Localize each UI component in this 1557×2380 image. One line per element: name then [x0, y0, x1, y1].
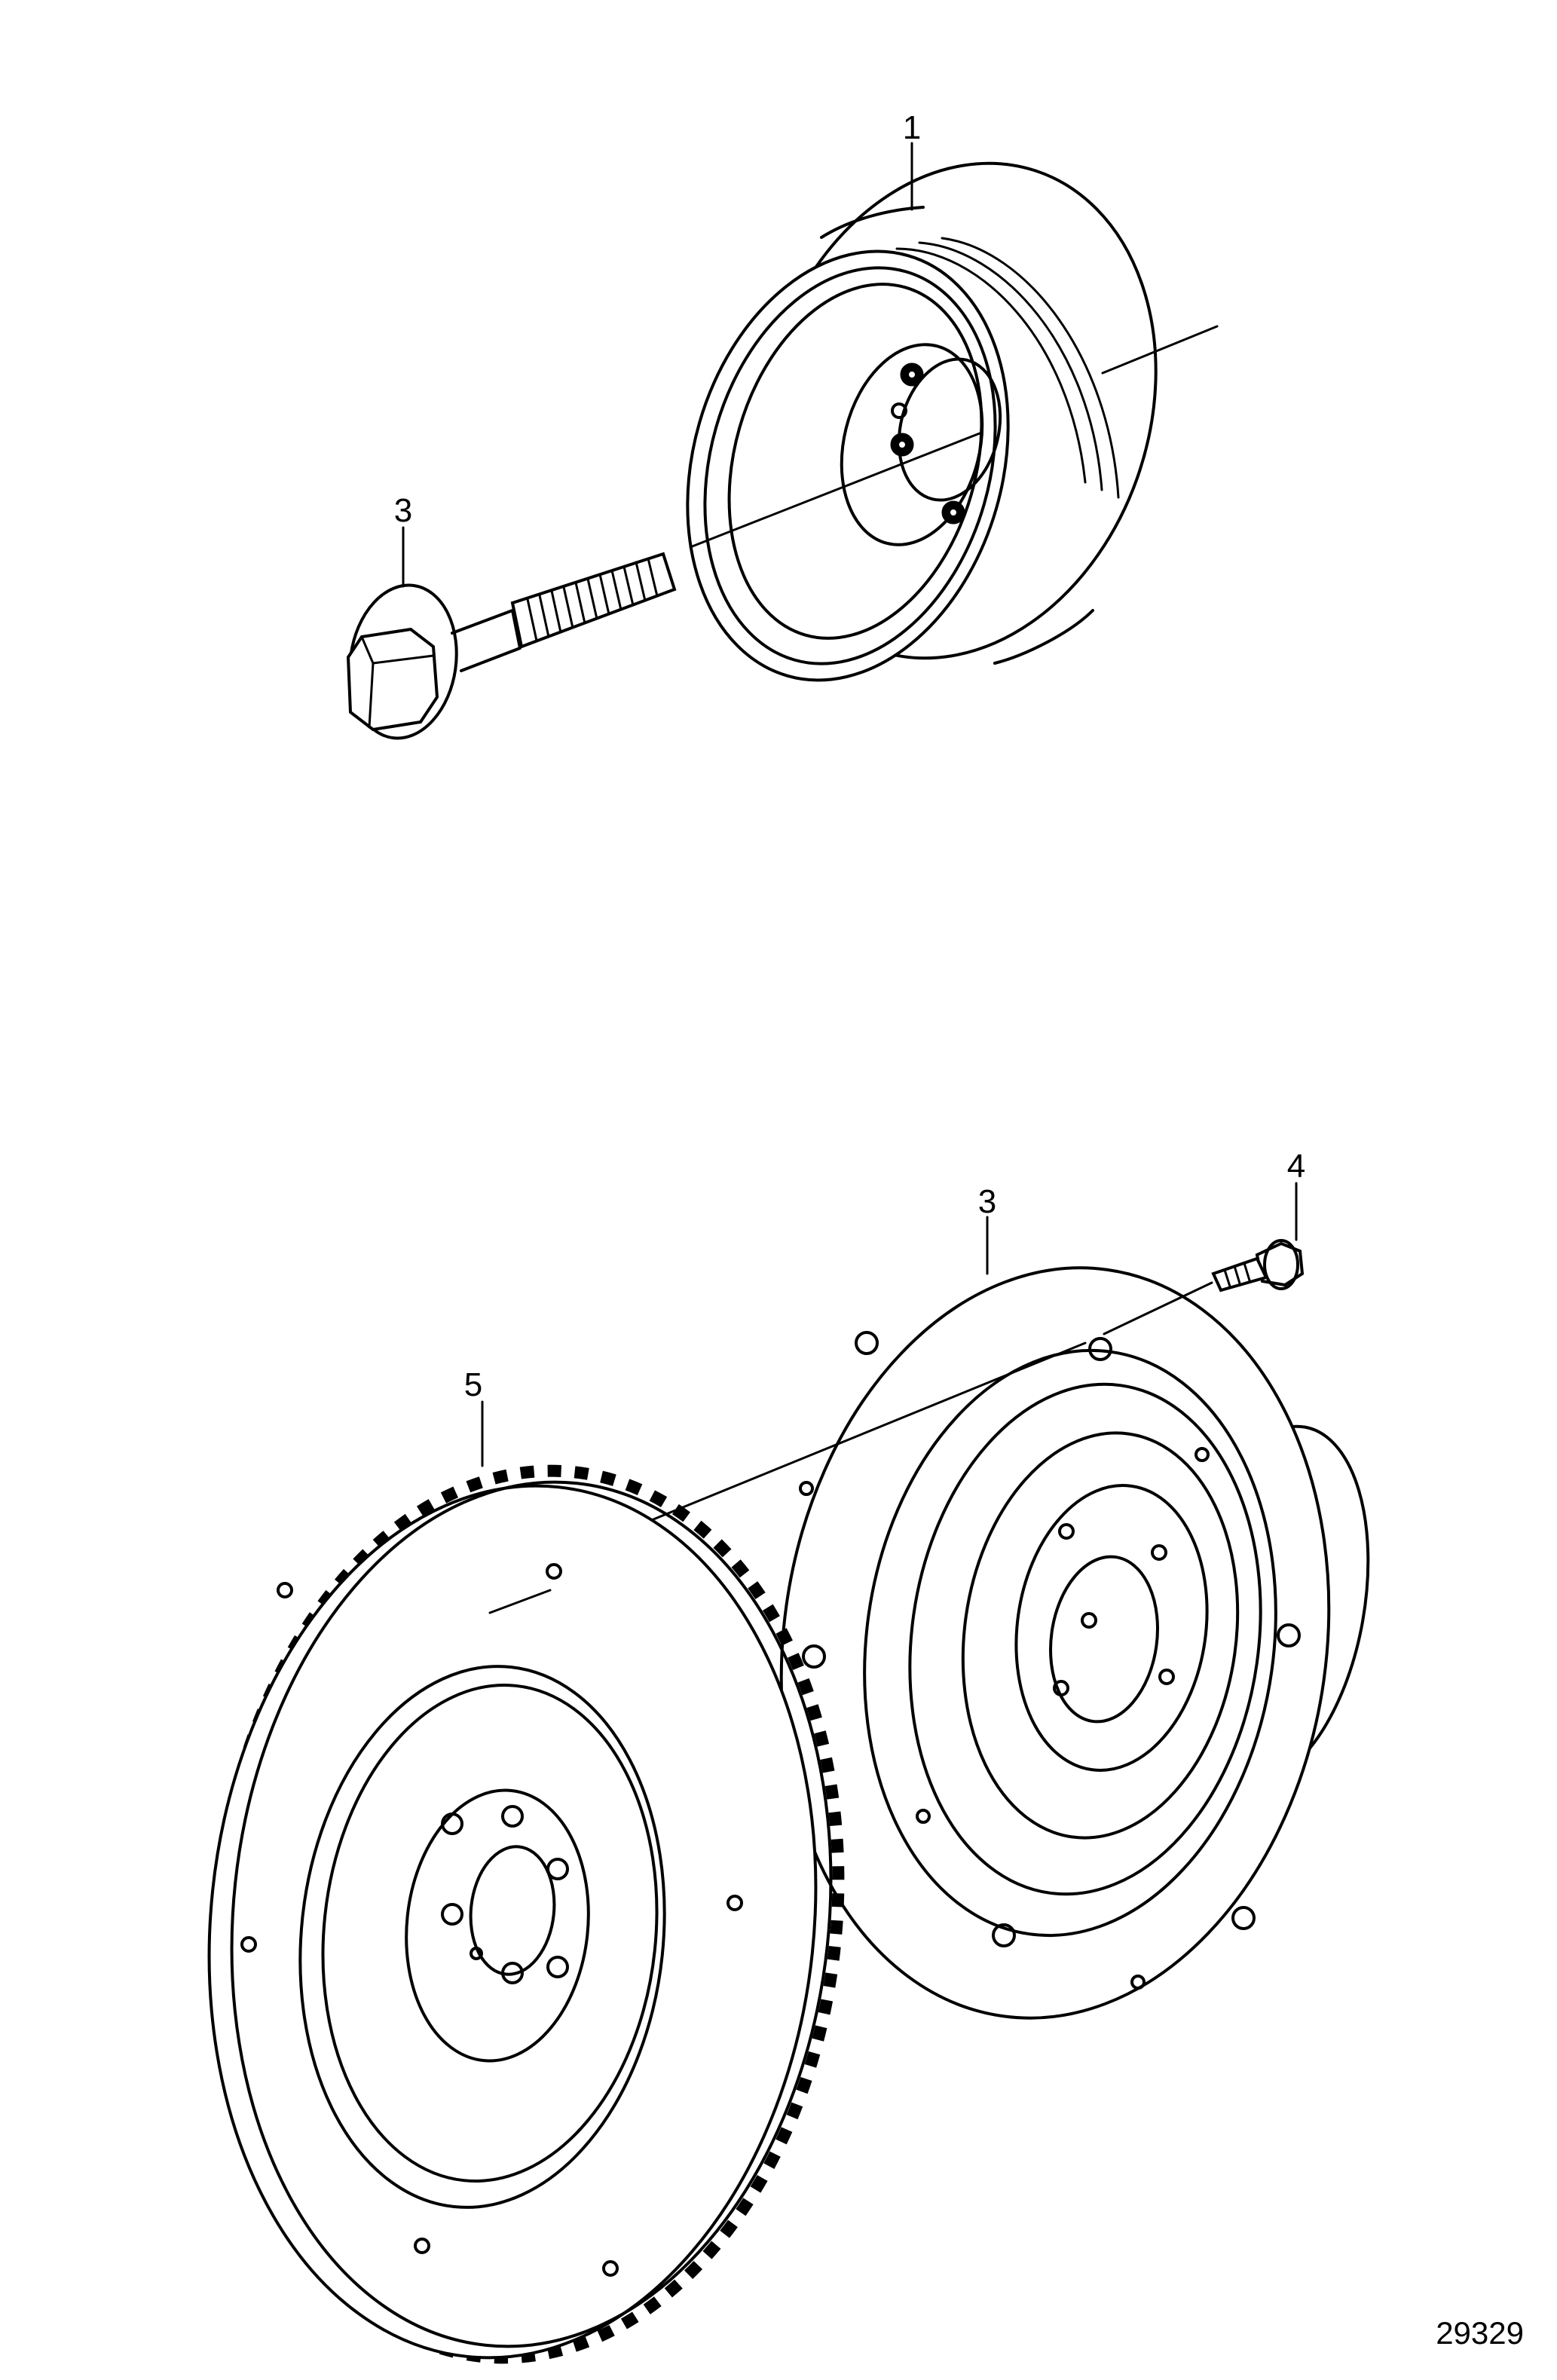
- flywheel: [207, 1400, 845, 2364]
- damper-pulley: [686, 142, 1219, 682]
- damper-bolt: [346, 526, 677, 740]
- callout-1-damper: 1: [902, 109, 922, 146]
- callout-3-bolt: 3: [393, 492, 413, 529]
- flywheel-hub: [779, 1216, 1370, 2020]
- callout-3-hub: 3: [977, 1183, 997, 1220]
- callout-4-screw: 4: [1286, 1148, 1306, 1185]
- document-number: 29329: [1436, 2315, 1524, 2351]
- hub-screw: [635, 1182, 1305, 1528]
- callout-5-flywheel: 5: [463, 1366, 483, 1403]
